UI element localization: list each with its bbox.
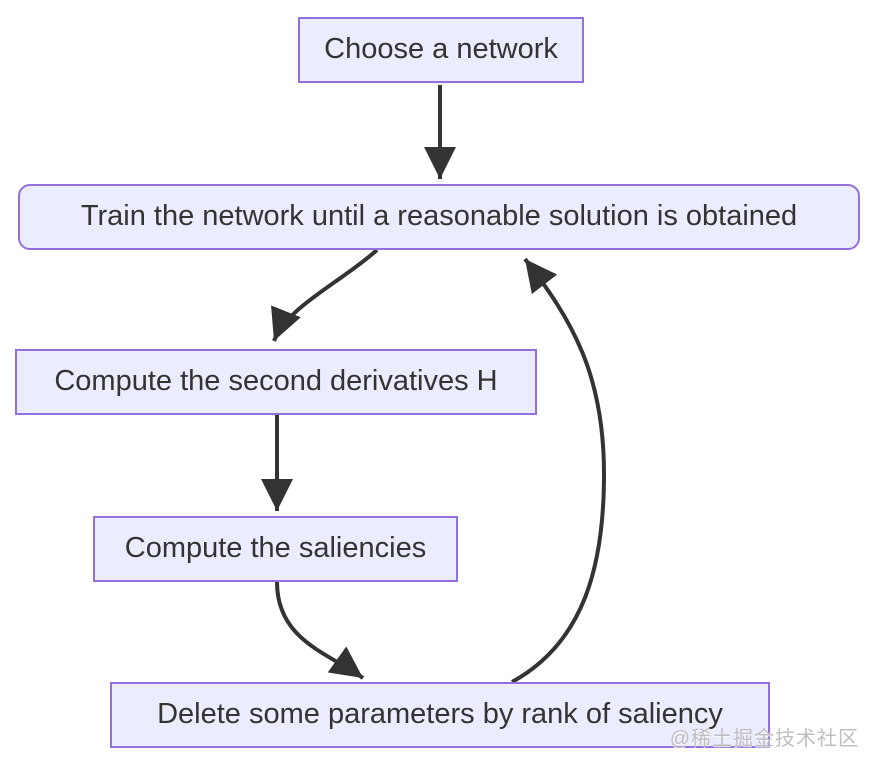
edge-train-to-derivatives xyxy=(271,248,379,342)
edge-delete-to-train-loop xyxy=(511,257,607,684)
node-choose-network-label: Choose a network xyxy=(324,33,558,66)
node-compute-saliencies-label: Compute the saliencies xyxy=(124,532,427,565)
node-delete-parameters-label: Delete some parameters by rank of salien… xyxy=(157,698,723,731)
edge-saliencies-to-delete xyxy=(275,581,365,680)
node-choose-network: Choose a network xyxy=(298,17,584,83)
node-delete-parameters: Delete some parameters by rank of salien… xyxy=(110,682,770,748)
watermark: @稀土掘金技术社区 xyxy=(669,728,859,750)
node-compute-second-derivatives-label: Compute the second derivatives H xyxy=(54,365,498,398)
node-compute-second-derivatives: Compute the second derivatives H xyxy=(15,349,537,415)
node-train-network: Train the network until a reasonable sol… xyxy=(18,184,860,250)
node-train-network-label: Train the network until a reasonable sol… xyxy=(80,200,798,233)
node-compute-saliencies: Compute the saliencies xyxy=(93,516,458,582)
